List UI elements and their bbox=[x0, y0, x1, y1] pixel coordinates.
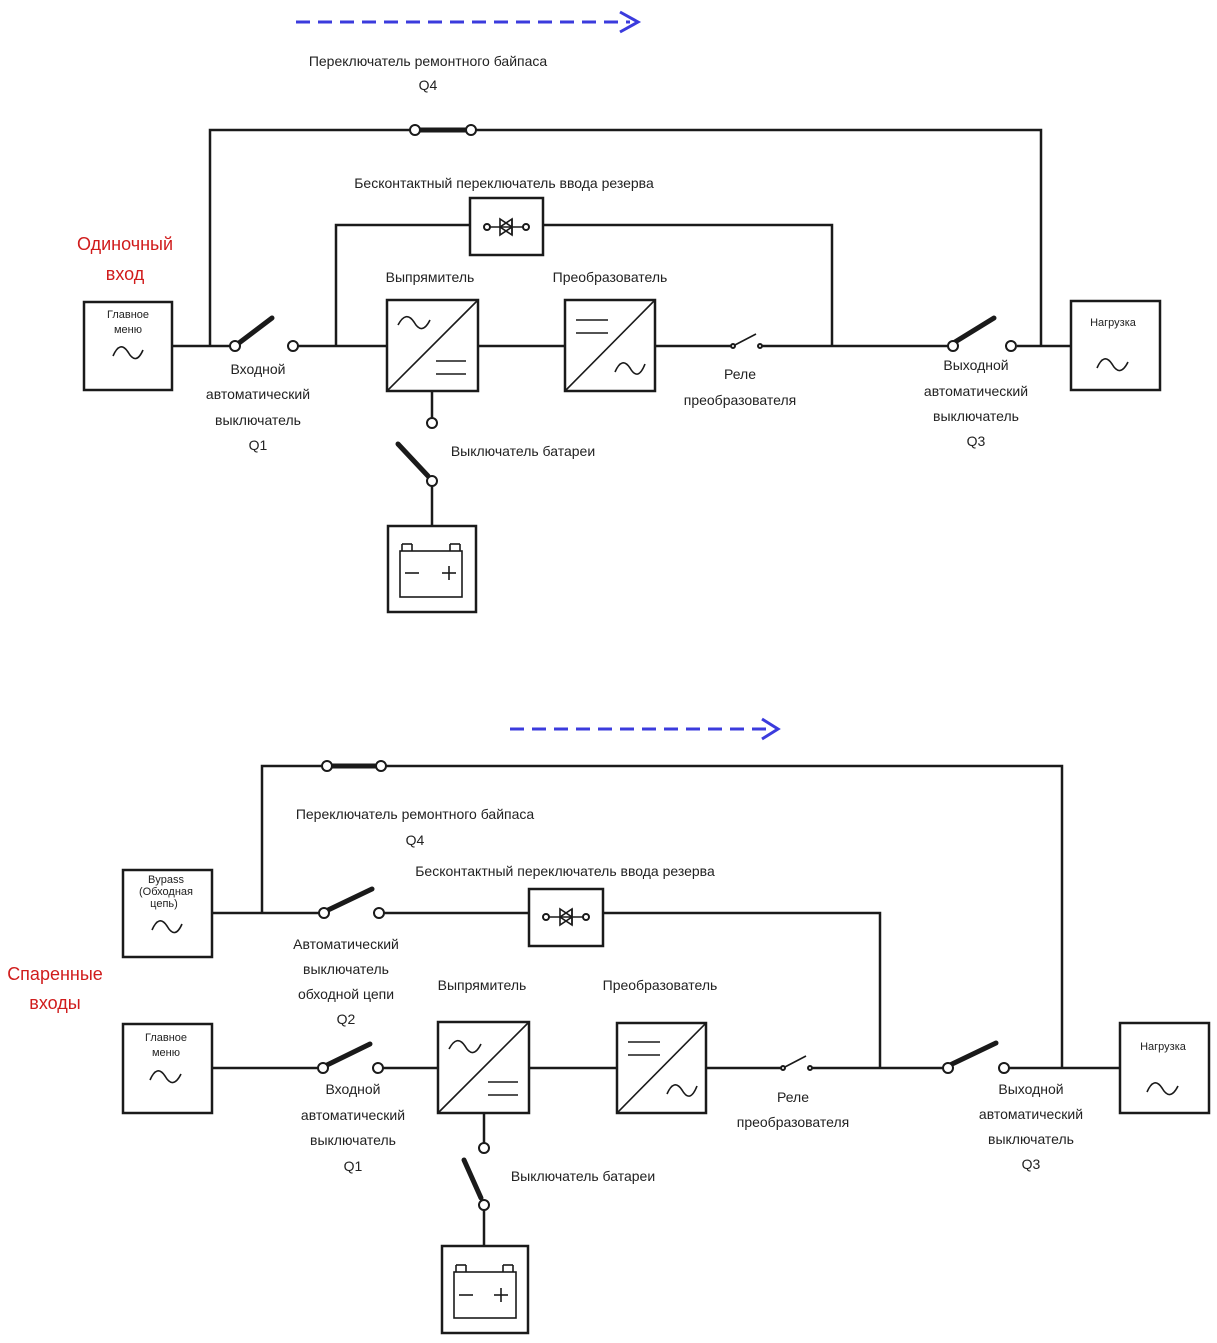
static-switch-label: Бесконтактный переключатель ввода резерв… bbox=[354, 175, 654, 191]
maint-bypass-label: Переключатель ремонтного байпаса bbox=[309, 53, 548, 69]
ac-sine-icon bbox=[1146, 1082, 1179, 1096]
svg-text:цепь): цепь) bbox=[150, 898, 178, 910]
ac-sine-icon bbox=[112, 346, 144, 360]
load-box: Нагрузка bbox=[1118, 1021, 1211, 1115]
input-breaker-label-2: автоматический bbox=[206, 386, 310, 402]
input-breaker-label-4: Q1 bbox=[249, 437, 268, 453]
input-breaker-q1 bbox=[317, 1041, 384, 1074]
mode-label-line1: Одиночный bbox=[77, 234, 173, 254]
maint-bypass-label: Переключатель ремонтного байпаса bbox=[296, 806, 535, 822]
battery-switch-label: Выключатель батареи bbox=[451, 443, 595, 459]
power-flow-arrow bbox=[296, 10, 642, 34]
bypass-breaker-label-4: Q2 bbox=[337, 1011, 356, 1027]
inverter-relay-label-1: Реле bbox=[724, 366, 756, 382]
svg-text:Нагрузка: Нагрузка bbox=[1090, 317, 1137, 329]
bypass-breaker-label-1: Автоматический bbox=[293, 936, 399, 952]
svg-text:Нагрузка: Нагрузка bbox=[1140, 1041, 1187, 1053]
maint-bypass-id: Q4 bbox=[406, 832, 425, 848]
diagram-single-input: Переключатель ремонтного байпаса Q4 Беск… bbox=[77, 10, 1162, 614]
power-flow-arrow bbox=[510, 717, 781, 741]
input-breaker-label-1: Входной bbox=[325, 1081, 380, 1097]
bypass-source-box: Bypass (Обходная цепь) bbox=[121, 868, 214, 959]
battery-icon bbox=[440, 1244, 530, 1335]
input-breaker-label-1: Входной bbox=[230, 361, 285, 377]
svg-text:Главное: Главное bbox=[107, 309, 149, 321]
maint-bypass-id: Q4 bbox=[419, 77, 438, 93]
output-breaker-label-1: Выходной bbox=[943, 357, 1008, 373]
inverter bbox=[615, 1021, 708, 1115]
output-breaker-label-3: выключатель bbox=[988, 1131, 1074, 1147]
battery-switch-label: Выключатель батареи bbox=[511, 1168, 655, 1184]
static-switch-label: Бесконтактный переключатель ввода резерв… bbox=[415, 863, 715, 879]
svg-text:меню: меню bbox=[114, 324, 142, 336]
output-breaker-label-4: Q3 bbox=[1022, 1156, 1041, 1172]
inverter-relay bbox=[780, 1055, 813, 1071]
battery-switch bbox=[461, 1142, 490, 1211]
inverter-relay-label-2: преобразователя bbox=[684, 392, 797, 408]
wires bbox=[212, 764, 1120, 1246]
input-breaker-label-3: выключатель bbox=[310, 1132, 396, 1148]
ac-sine-icon bbox=[1096, 358, 1129, 372]
input-breaker-label-4: Q1 bbox=[344, 1158, 363, 1174]
inverter-label: Преобразователь bbox=[603, 977, 718, 993]
static-switch bbox=[468, 196, 545, 257]
maint-bypass-switch bbox=[321, 760, 387, 772]
inverter-label: Преобразователь bbox=[553, 269, 668, 285]
input-breaker-label-3: выключатель bbox=[215, 412, 301, 428]
rectifier bbox=[436, 1020, 531, 1115]
inverter-relay-label-1: Реле bbox=[777, 1089, 809, 1105]
svg-text:Главное: Главное bbox=[145, 1032, 187, 1044]
svg-text:меню: меню bbox=[152, 1047, 180, 1059]
battery-switch bbox=[395, 417, 438, 487]
inverter-relay-label-2: преобразователя bbox=[737, 1114, 850, 1130]
rectifier bbox=[385, 298, 480, 393]
diagram-dual-input: Переключатель ремонтного байпаса Q4 Беск… bbox=[7, 717, 1211, 1335]
wires bbox=[172, 128, 1071, 526]
ac-sine-icon bbox=[149, 1070, 182, 1084]
output-breaker-label-1: Выходной bbox=[998, 1081, 1063, 1097]
bypass-breaker-q2 bbox=[318, 886, 385, 919]
inverter bbox=[563, 298, 657, 393]
load-box: Нагрузка bbox=[1069, 299, 1162, 392]
mode-label-line1: Спаренные bbox=[7, 964, 103, 984]
rectifier-label: Выпрямитель bbox=[386, 269, 475, 285]
maint-bypass-switch bbox=[409, 124, 477, 136]
svg-text:Bypass: Bypass bbox=[148, 874, 185, 886]
battery-icon bbox=[386, 524, 478, 614]
output-breaker-label-3: выключатель bbox=[933, 408, 1019, 424]
mode-label-line2: входы bbox=[29, 993, 80, 1013]
static-switch bbox=[527, 887, 605, 948]
bypass-breaker-label-2: выключатель bbox=[303, 961, 389, 977]
input-breaker-label-2: автоматический bbox=[301, 1107, 405, 1123]
ac-sine-icon bbox=[151, 920, 183, 934]
main-source-box: Главное меню bbox=[121, 1022, 214, 1115]
output-breaker-label-2: автоматический bbox=[924, 383, 1028, 399]
bypass-breaker-label-3: обходной цепи bbox=[298, 986, 394, 1002]
inverter-relay bbox=[730, 333, 763, 349]
rectifier-label: Выпрямитель bbox=[438, 977, 527, 993]
output-breaker-q3 bbox=[942, 1040, 1010, 1074]
main-source-box: Главное меню bbox=[82, 300, 174, 392]
output-breaker-label-4: Q3 bbox=[967, 433, 986, 449]
output-breaker-label-2: автоматический bbox=[979, 1106, 1083, 1122]
svg-text:(Обходная: (Обходная bbox=[139, 886, 193, 898]
output-breaker-q3 bbox=[947, 315, 1017, 352]
input-breaker-q1 bbox=[229, 315, 299, 352]
mode-label-line2: вход bbox=[106, 264, 145, 284]
